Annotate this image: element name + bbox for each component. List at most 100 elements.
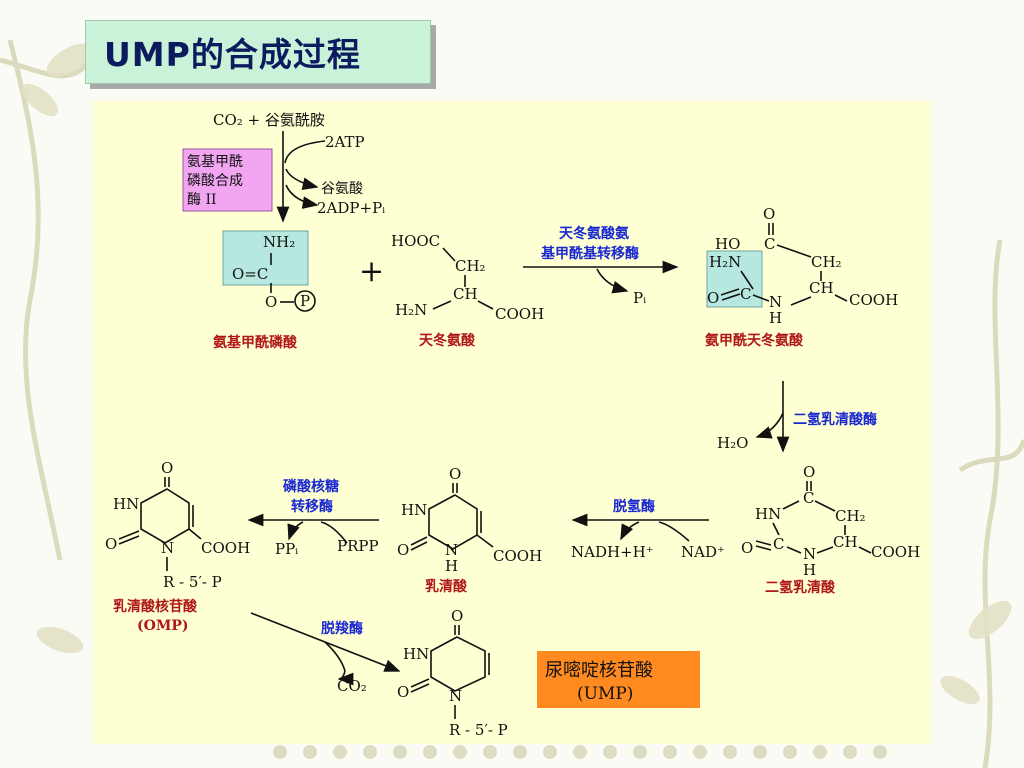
dho-c-top: C: [803, 489, 814, 507]
step4-nad: NAD⁺: [681, 543, 725, 561]
step5-arrow: [247, 513, 379, 544]
step1-enzyme-box: [182, 148, 273, 212]
carbamoyl-group-highlight: [222, 230, 309, 286]
cp-nh2: NH₂: [263, 233, 295, 251]
dho-hn: HN: [755, 505, 781, 523]
carbamoyl-aspartate-name: 氨甲酰天冬氨酸: [705, 332, 804, 349]
asp-hooc: HOOC: [391, 232, 440, 250]
step5-prpp: PRPP: [337, 537, 379, 555]
dho-o-left: O: [741, 539, 753, 557]
omp-o-top: O: [161, 459, 173, 477]
step6-arrow: [250, 612, 401, 686]
dho-ch2: CH₂: [835, 507, 866, 525]
cp-o: O: [265, 293, 277, 311]
dho-n: N: [803, 545, 816, 563]
vine-left-decoration: [0, 39, 93, 561]
ump-o-left: O: [397, 683, 409, 701]
step3-enzyme: 二氢乳清酸酶: [793, 411, 877, 428]
ump-structure: O HN O N R - 5′- P: [397, 607, 508, 739]
omp-structure: O HN O N COOH R - 5′- P: [105, 459, 250, 591]
step1-enzyme-line-2: 磷酸合成: [187, 173, 243, 189]
oro-o-top: O: [449, 465, 461, 483]
orotate-name: 乳清酸: [425, 578, 468, 595]
bottom-bead-decoration: [273, 745, 887, 759]
cp-p: P: [300, 292, 310, 310]
ca-h2n: H₂N: [709, 253, 741, 271]
dihydroorotate-structure: O C HN CH₂ CH C O N H COOH: [741, 463, 920, 579]
asp-h2n: H₂N: [395, 301, 427, 319]
ca-ho: HO: [715, 235, 740, 253]
step2-arrow: [523, 260, 679, 294]
dho-ch: CH: [833, 533, 858, 551]
step1-glutamate: 谷氨酸: [321, 181, 363, 197]
omp-r5p: R - 5′- P: [163, 573, 222, 591]
asp-cooh: COOH: [495, 305, 544, 323]
step6-enzyme: 脱羧酶: [321, 620, 363, 637]
asp-ch2: CH₂: [455, 257, 486, 275]
plus-sign: +: [359, 254, 384, 289]
vine-right-decoration: [958, 239, 1024, 768]
step4-enzyme: 脱氢酶: [613, 498, 655, 515]
dho-h: H: [803, 561, 816, 579]
omp-o-left: O: [105, 535, 117, 553]
dihydroorotate-name: 二氢乳清酸: [765, 579, 836, 596]
step1-enzyme-line-3: 酶 II: [187, 192, 217, 208]
oro-hn: HN: [401, 501, 427, 519]
step4-arrow: [571, 513, 709, 542]
carbamoyl-phosphate-structure: NH₂ O=C O P: [232, 233, 316, 312]
asp-ch: CH: [453, 285, 478, 303]
slide-title: UMP的合成过程: [104, 35, 361, 74]
ump-name-line-1: 尿嘧啶核苷酸: [545, 660, 653, 681]
step2-enzyme-line-1: 天冬氨酸氨: [559, 225, 629, 242]
ca-c: C: [764, 235, 775, 253]
slide-title-box: UMP的合成过程: [85, 20, 431, 84]
step2-enzyme-line-2: 基甲酰基转移酶: [541, 245, 639, 262]
step5-enzyme-line-2: 转移酶: [291, 498, 333, 515]
omp-hn: HN: [113, 495, 139, 513]
dho-cooh: COOH: [871, 543, 920, 561]
omp-name-line-2: (OMP): [137, 618, 188, 634]
ump-synthesis-diagram: CO₂ + 谷氨酰胺 2ATP 谷氨酸 2ADP+Pᵢ 氨基甲酰 磷酸合成 酶 …: [105, 111, 920, 739]
step5-ppi: PPᵢ: [275, 540, 298, 558]
carbamoyl-aspartate-structure: O HO C CH₂ H₂N CH O C N H COOH: [707, 205, 898, 327]
leaf-cluster-decoration: [21, 43, 1012, 704]
omp-cooh: COOH: [201, 539, 250, 557]
ca-ch: CH: [809, 279, 834, 297]
ca-h: H: [769, 309, 782, 327]
omp-n: N: [161, 539, 174, 557]
aspartate-structure: HOOC CH₂ CH H₂N COOH: [391, 232, 544, 323]
ca-o: O: [763, 205, 775, 223]
dho-c-left: C: [773, 535, 784, 553]
oro-o-left: O: [397, 541, 409, 559]
ca-cooh: COOH: [849, 291, 898, 309]
step5-enzyme-line-1: 磷酸核糖: [283, 478, 339, 495]
step1-enzyme-line-1: 氨基甲酰: [187, 153, 243, 170]
oro-n: N: [445, 541, 458, 559]
step2-pi: Pᵢ: [633, 289, 646, 307]
oro-cooh: COOH: [493, 547, 542, 565]
ump-name-line-2: (UMP): [577, 684, 633, 704]
ump-n: N: [449, 687, 462, 705]
step1-reactants: CO₂ + 谷氨酰胺: [213, 111, 325, 129]
step6-co2: CO₂: [337, 677, 367, 695]
ca-n: N: [769, 293, 782, 311]
oro-h: H: [445, 557, 458, 575]
omp-name-line-1: 乳清酸核苷酸: [113, 598, 198, 615]
step3-h2o: H₂O: [717, 434, 748, 452]
ca-ch2: CH₂: [811, 253, 842, 271]
ump-name-box: [537, 651, 700, 708]
dho-o: O: [803, 463, 815, 481]
ump-r5p: R - 5′- P: [449, 721, 508, 739]
step1-arrow: [276, 131, 326, 223]
step1-atp: 2ATP: [325, 133, 365, 151]
step3-arrow: [755, 381, 790, 453]
ca-c2: C: [740, 285, 751, 303]
step1-adp-pi: 2ADP+Pᵢ: [317, 199, 385, 217]
cp-oc: O=C: [232, 265, 268, 283]
orotate-structure: O HN O N H COOH: [397, 465, 542, 575]
carbamoyl-phosphate-name: 氨基甲酰磷酸: [213, 334, 298, 351]
aspartate-name: 天冬氨酸: [419, 332, 476, 349]
ump-o-top: O: [451, 607, 463, 625]
ca-oc: O: [707, 289, 719, 307]
